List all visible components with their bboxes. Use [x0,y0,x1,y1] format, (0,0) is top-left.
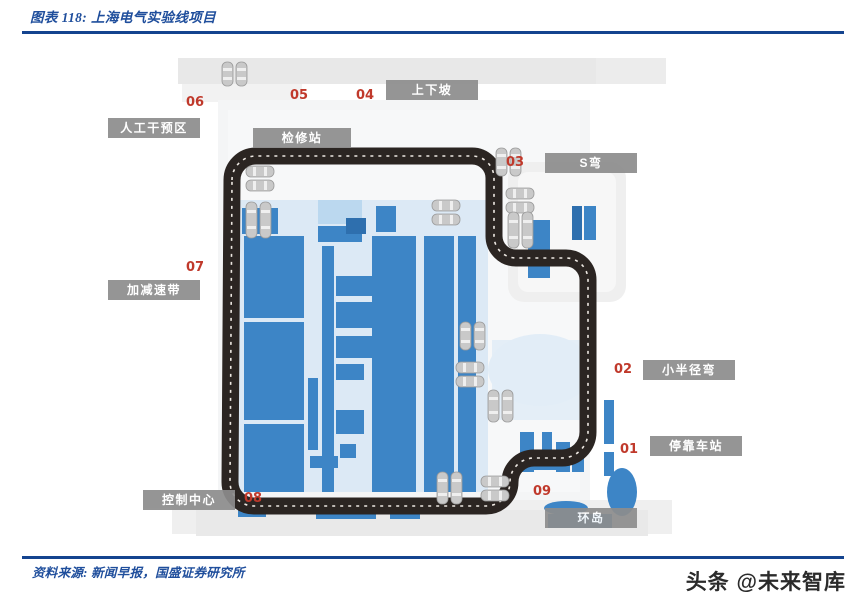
figure-canvas: 检修站 01 停靠车站 02 小半径弯 03 S弯 04 上下坡 05 06 人… [0,40,866,552]
watermark: 头条 @未来智库 [685,571,846,594]
marker-number-07: 07 [186,260,205,275]
marker-label-09: 环岛 [545,508,637,528]
test-track-loop [221,147,597,515]
title-divider [22,31,844,34]
marker-label-01: 停靠车站 [650,436,742,456]
marker-number-03: 03 [506,155,525,170]
marker-number-02: 02 [614,362,633,377]
marker-label-06: 人工干预区 [108,118,200,138]
map-label-maintenance-station: 检修站 [253,128,351,148]
marker-label-08: 控制中心 [143,490,235,510]
footer-divider [22,556,844,559]
marker-label-02: 小半径弯 [643,360,735,380]
marker-label-03: S弯 [545,153,637,173]
vehicle-markers [221,61,535,505]
marker-number-08: 08 [244,491,263,506]
experimental-line-site-map [172,58,672,536]
marker-number-01: 01 [620,442,639,457]
marker-number-05: 05 [290,88,309,103]
marker-number-04: 04 [356,88,375,103]
marker-label-07: 加减速带 [108,280,200,300]
marker-label-04: 上下坡 [386,80,478,100]
source-note: 资料来源: 新闻早报，国盛证券研究所 [32,566,245,580]
marker-number-09: 09 [533,484,552,499]
exhibit-title: 图表 118: 上海电气实验线项目 [30,10,217,25]
marker-number-06: 06 [186,95,205,110]
